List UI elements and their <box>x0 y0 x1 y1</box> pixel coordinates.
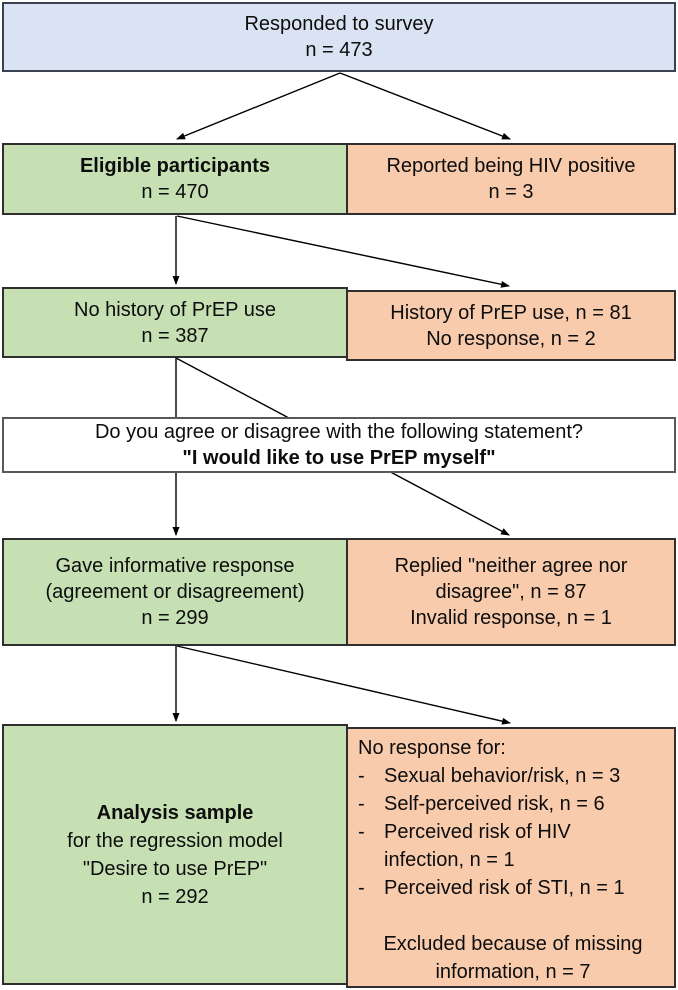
text-line: Analysis sample <box>96 801 254 824</box>
text-line: History of PrEP use, n = 81 <box>390 301 632 324</box>
text-line: Perceived risk of HIV infection, n = 1 <box>384 818 668 874</box>
count-label: n = 292 <box>141 885 209 908</box>
text-line: Excluded because of missing <box>383 933 643 955</box>
box-missing-information: No response for: - Sexual behavior/risk,… <box>346 727 676 988</box>
list-header: No response for: <box>358 737 506 759</box>
text-line: Replied "neither agree nor <box>394 555 628 577</box>
arrow-informative-to-missing <box>176 645 511 725</box>
text-line: Perceived risk of HIV <box>384 821 571 843</box>
count-label: n = 387 <box>141 324 209 347</box>
text-line: Do you agree or disagree with the follow… <box>94 421 584 443</box>
text-line: No response, n = 2 <box>426 327 596 350</box>
count-label: n = 299 <box>141 607 209 629</box>
box-prep-history: History of PrEP use, n = 81 No response,… <box>346 290 676 361</box>
list-item: - Self-perceived risk, n = 6 <box>358 790 668 818</box>
text-line: for the regression model <box>67 829 283 852</box>
text-line: Eligible participants <box>79 155 271 177</box>
box-no-prep-history: No history of PrEP use n = 387 <box>2 287 348 358</box>
arrow-eligible-to-prephist <box>176 215 510 288</box>
text-line: "I would like to use PrEP myself" <box>182 447 496 469</box>
box-hiv-positive: Reported being HIV positive n = 3 <box>346 143 676 215</box>
dash-bullet: - <box>358 765 365 787</box>
arrow-survey-to-hivpos <box>339 72 511 140</box>
text-line: (agreement or disagreement) <box>45 581 305 603</box>
text-line: Perceived risk of STI, n = 1 <box>384 877 625 899</box>
list-item: - Perceived risk of HIV infection, n = 1 <box>358 818 668 874</box>
text-line: disagree", n = 87 <box>435 581 587 603</box>
box-responded-to-survey: Responded to survey n = 473 <box>2 2 676 72</box>
arrow-survey-to-eligible <box>176 72 341 140</box>
box-informative-response: Gave informative response (agreement or … <box>2 538 348 646</box>
box-analysis-sample: Analysis sample for the regression model… <box>2 724 348 985</box>
text-line: Gave informative response <box>55 555 295 577</box>
text-line: Sexual behavior/risk, n = 3 <box>384 765 621 787</box>
text-line: Reported being HIV positive <box>386 155 636 177</box>
count-label: n = 3 <box>488 181 534 203</box>
list-item: - Perceived risk of STI, n = 1 <box>358 874 668 902</box>
dash-bullet: - <box>358 877 365 899</box>
text-line: "Desire to use PrEP" <box>82 857 268 880</box>
box-neither-agree: Replied "neither agree nor disagree", n … <box>346 538 676 646</box>
list-item: - Sexual behavior/risk, n = 3 <box>358 762 668 790</box>
dash-bullet: - <box>358 821 365 843</box>
text-line: infection, n = 1 <box>384 849 515 871</box>
text-line: No history of PrEP use <box>74 298 276 321</box>
count-label: n = 470 <box>141 181 209 203</box>
box-eligible-participants: Eligible participants n = 470 <box>2 143 348 215</box>
excluded-summary: Excluded because of missing information,… <box>358 930 668 986</box>
text-line: Responded to survey <box>244 13 434 35</box>
dash-bullet: - <box>358 793 365 815</box>
text-line: Self-perceived risk, n = 6 <box>384 793 605 815</box>
text-line: Invalid response, n = 1 <box>410 607 612 629</box>
count-label: n = 473 <box>305 39 373 61</box>
count-label: information, n = 7 <box>435 961 591 983</box>
box-question-statement: Do you agree or disagree with the follow… <box>2 417 676 473</box>
